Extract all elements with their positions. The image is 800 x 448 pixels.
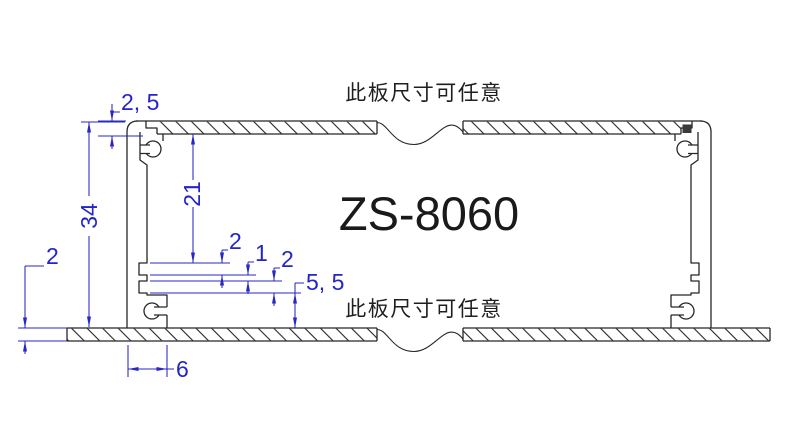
comb-extension-lines	[150, 262, 301, 294]
dim-groove-bottom-label: 2	[281, 246, 294, 272]
dim-wall-label: 6	[176, 356, 189, 382]
right-wall	[670, 120, 712, 328]
dim-land: 1	[246, 240, 268, 294]
model-title: ZS-8060	[339, 187, 519, 240]
dim-land-label: 1	[255, 240, 268, 266]
dim-inner-height: 21	[179, 134, 205, 263]
break-symbol-top	[376, 121, 464, 146]
left-wall	[126, 120, 168, 328]
bottom-note-label: 此板尺寸可任意	[345, 297, 503, 321]
dim-seat-label: 2, 5	[121, 89, 159, 115]
dim-groove-bottom: 2	[272, 246, 294, 306]
dim-foot-label: 5, 5	[306, 269, 344, 295]
top-plate	[136, 120, 702, 135]
break-symbol-bottom	[376, 328, 464, 353]
top-note-label: 此板尺寸可任意	[345, 81, 503, 105]
dim-groove-top-label: 2	[229, 228, 242, 254]
dim-overall-height: 34	[76, 121, 125, 327]
dim-plate-label: 2	[46, 243, 59, 269]
dim-plate-thickness: 2	[18, 243, 67, 354]
dim-wall-width: 6	[127, 345, 189, 382]
plate-key-block	[682, 124, 692, 133]
bottom-plate	[66, 327, 771, 342]
dim-height-label: 34	[76, 203, 102, 229]
dim-groove-top: 2	[220, 228, 242, 288]
dim-seat-depth: 2, 5	[98, 89, 159, 149]
dim-inner-label: 21	[179, 181, 205, 207]
dim-foot-height: 5, 5	[293, 269, 344, 328]
